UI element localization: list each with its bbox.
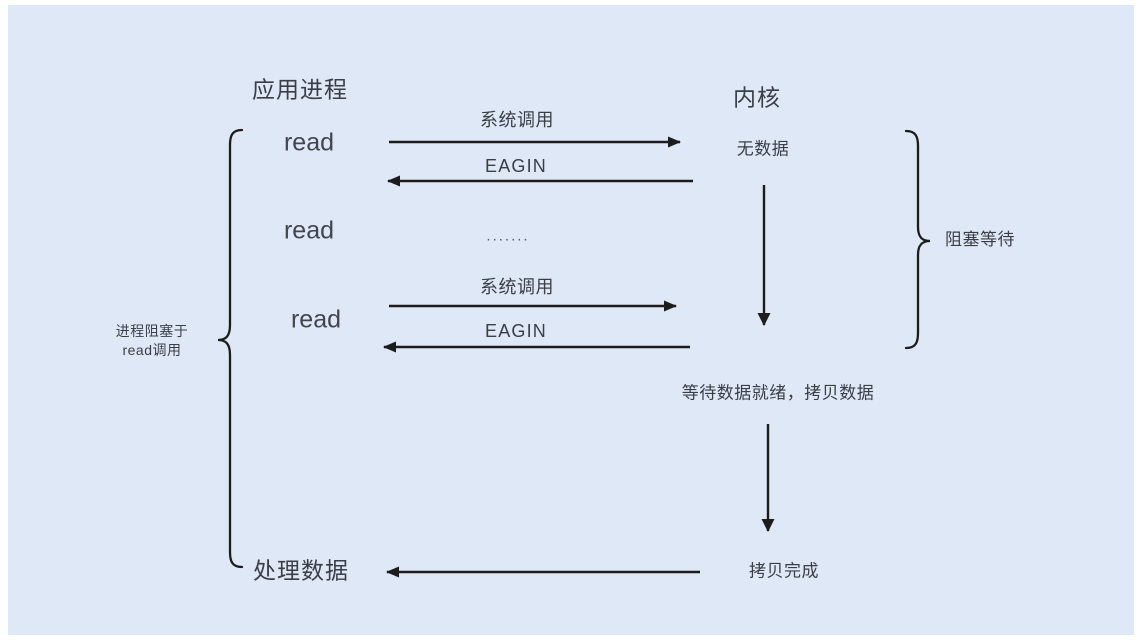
message-label-eagin-1: EAGIN: [484, 156, 548, 176]
kernel-no-data-state: 无数据: [736, 139, 790, 159]
process-column-header: 应用进程: [252, 76, 348, 103]
message-label-eagin-2: EAGIN: [484, 321, 548, 341]
repeat-ellipsis: .......: [486, 227, 530, 245]
process-read-call-2: read: [283, 216, 335, 245]
left-brace-label-line-1: 进程阻塞于: [115, 323, 189, 340]
message-label-syscall-1: 系统调用: [480, 110, 554, 130]
process-read-call-1: read: [283, 128, 335, 157]
right-brace-label: 阻塞等待: [945, 230, 1015, 249]
diagram-background-plate: [8, 5, 1134, 635]
message-label-syscall-2: 系统调用: [480, 277, 554, 297]
left-brace-label-line-2: read调用: [122, 342, 182, 358]
kernel-wait-copy-label: 等待数据就绪，拷贝数据: [681, 383, 875, 403]
left-brace-label: 进程阻塞于 read调用: [116, 322, 189, 360]
kernel-copy-done-label: 拷贝完成: [749, 561, 819, 581]
process-read-call-3: read: [290, 305, 342, 334]
kernel-column-header: 内核: [733, 84, 781, 111]
process-handle-data-step: 处理数据: [253, 557, 349, 584]
